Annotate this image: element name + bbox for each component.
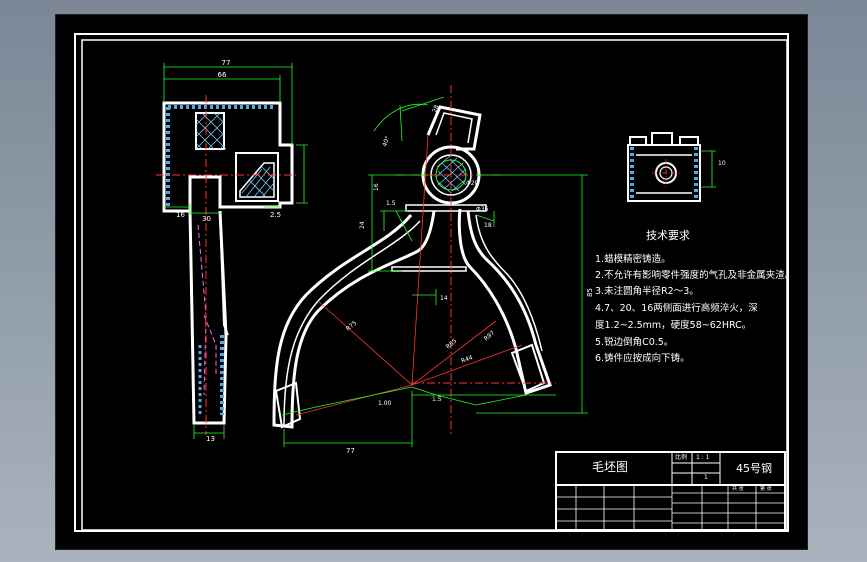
fork-view: 14 77 85 R75 R65 R97 R44 40° 28 24 1.5 1… xyxy=(272,85,594,455)
requirement-line: 6.铸件应按成向下铸。 xyxy=(595,353,690,364)
dim-top-inner: 66 xyxy=(218,71,227,79)
sheet-total: 共 张 xyxy=(732,486,744,492)
requirement-line: 2.不允许有影响零件强度的气孔及非金属夹渣。 xyxy=(595,270,795,281)
requirements-title: 技术要求 xyxy=(646,229,690,242)
dim-bottom-left: 1.00 xyxy=(378,400,392,407)
dim-height-total: 85 xyxy=(586,288,594,297)
dim-offset-b: 28 xyxy=(431,104,440,114)
dim-angle-a: 40° xyxy=(381,135,391,147)
dim-radius-tip: R44 xyxy=(460,354,474,365)
dim-bottom-right: 1.5 xyxy=(432,396,442,403)
dim-left-b: 30 xyxy=(202,215,211,223)
scale-label: 比例 xyxy=(675,454,688,461)
drawing-sheet: 77 66 16 30 2.5 13 xyxy=(55,14,808,550)
dim-left-a: 16 xyxy=(176,211,185,219)
dim-radius-inner: R65 xyxy=(445,337,459,350)
requirement-line: 5.锐边倒角C0.5。 xyxy=(595,337,674,348)
dim-side-a: 24 xyxy=(359,221,366,229)
dim-radius-small: R97 xyxy=(483,329,497,342)
dim-side-b: 1.5 xyxy=(386,200,396,207)
requirement-line: 4.7、20、16两侧面进行高频淬火，深 xyxy=(595,303,758,314)
detail-view: 10 xyxy=(627,132,726,202)
engineering-drawing: 77 66 16 30 2.5 13 xyxy=(74,33,789,532)
sheet-number: 第 张 xyxy=(760,486,772,492)
dim-left-c: 2.5 xyxy=(270,211,281,219)
title-block xyxy=(555,451,786,531)
scale-value: 1 : 1 xyxy=(696,454,710,461)
dim-bore: Φ20 xyxy=(466,180,479,187)
outer-frame xyxy=(74,33,789,532)
dim-hub-width: Φ36 xyxy=(476,206,489,213)
requirement-line: 度1.2~2.5mm，硬度58~62HRC。 xyxy=(595,320,752,331)
dim-top-overall: 77 xyxy=(222,59,231,67)
requirement-line: 3.未注圆角半径R2～3。 xyxy=(595,286,699,297)
quantity-value: 1 xyxy=(704,474,708,481)
dim-view: 10 xyxy=(718,160,726,167)
requirement-line: 1.蜡模精密铸造。 xyxy=(595,254,671,265)
inner-frame xyxy=(81,39,788,531)
dim-side-d: 18 xyxy=(484,222,492,229)
dim-side-c: 16 xyxy=(373,183,380,191)
dim-bottom-width: 13 xyxy=(206,435,215,443)
material: 45号钢 xyxy=(736,462,772,475)
dim-offset-a: 14 xyxy=(440,295,448,302)
dim-fork-width: 77 xyxy=(346,447,355,455)
drawing-name: 毛坯图 xyxy=(592,460,629,474)
section-view: 77 66 16 30 2.5 13 xyxy=(156,59,308,443)
